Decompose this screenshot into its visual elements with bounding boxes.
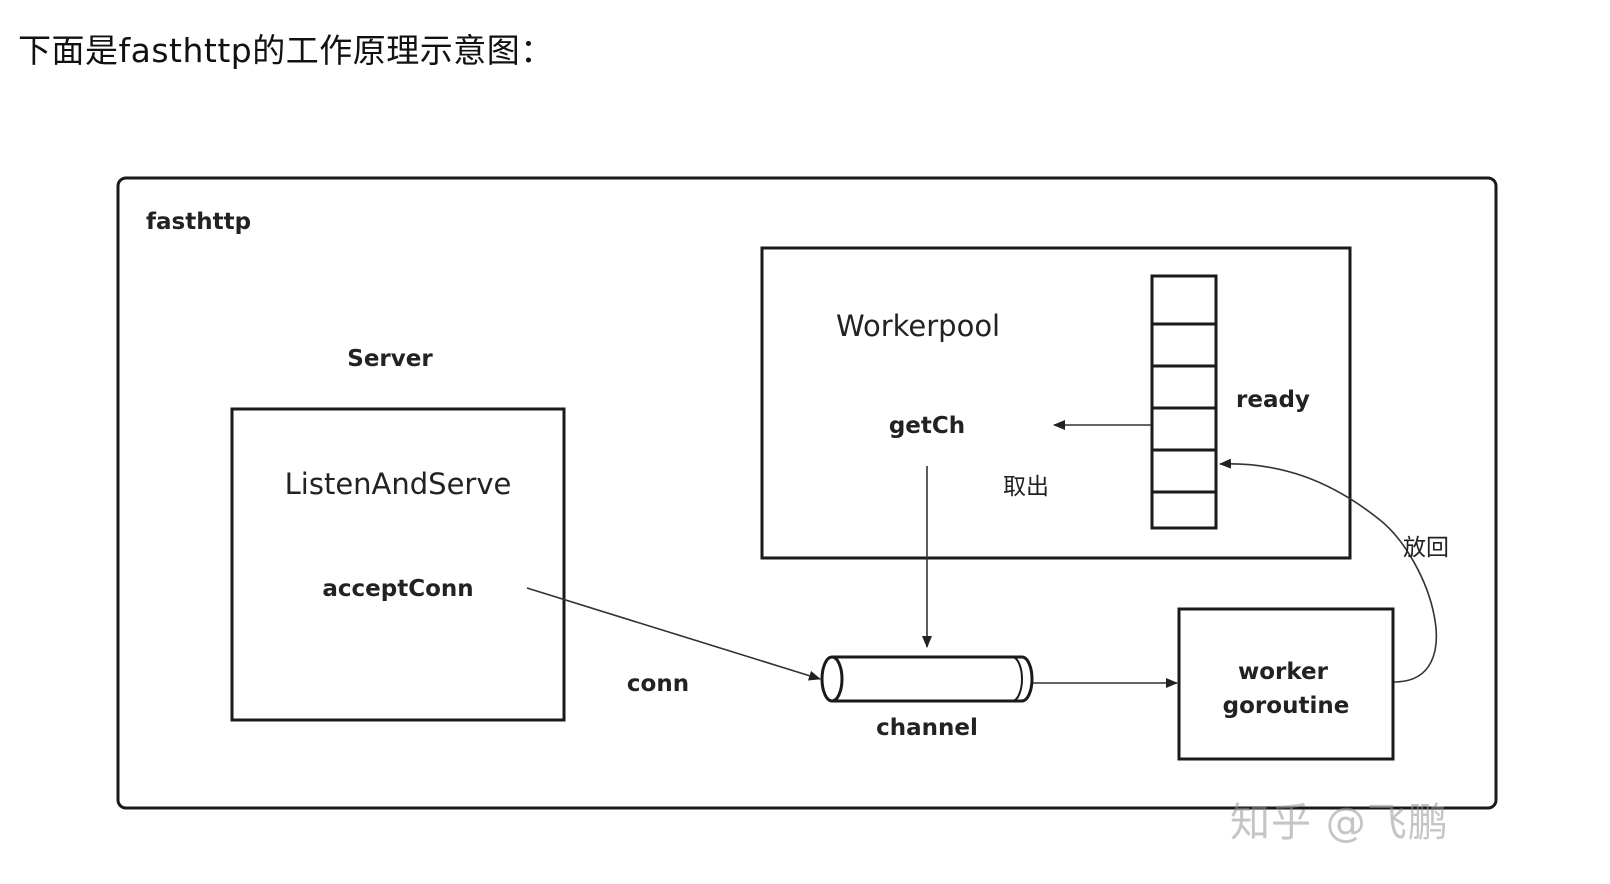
workerpool-box xyxy=(760,246,1352,560)
server-box xyxy=(230,407,566,722)
conn-arrow xyxy=(526,587,821,681)
channel-label: channel xyxy=(876,715,978,741)
worker-goroutine-box xyxy=(1177,607,1395,761)
watermark: 知乎 @飞鹏 xyxy=(1230,800,1449,846)
goroutine-label: goroutine xyxy=(1223,693,1350,719)
workerpool-title: Workerpool xyxy=(836,309,1000,343)
ready-stack xyxy=(1150,274,1218,530)
getch-label: getCh xyxy=(889,413,965,439)
accept-conn-label: acceptConn xyxy=(322,576,473,602)
fasthttp-label: fasthttp xyxy=(146,209,251,235)
server-caption: Server xyxy=(347,346,433,372)
conn-label: conn xyxy=(627,671,689,697)
ready-label: ready xyxy=(1236,387,1310,413)
take-out-label: 取出 xyxy=(1003,474,1049,500)
worker-label: worker xyxy=(1238,659,1329,685)
return-label: 放回 xyxy=(1403,535,1449,561)
fasthttp-frame xyxy=(116,176,1498,810)
page-heading: 下面是fasthttp的工作原理示意图： xyxy=(18,31,554,70)
channel-shape xyxy=(820,655,1034,703)
return-arrow xyxy=(1219,458,1438,683)
server-title: ListenAndServe xyxy=(285,467,512,501)
